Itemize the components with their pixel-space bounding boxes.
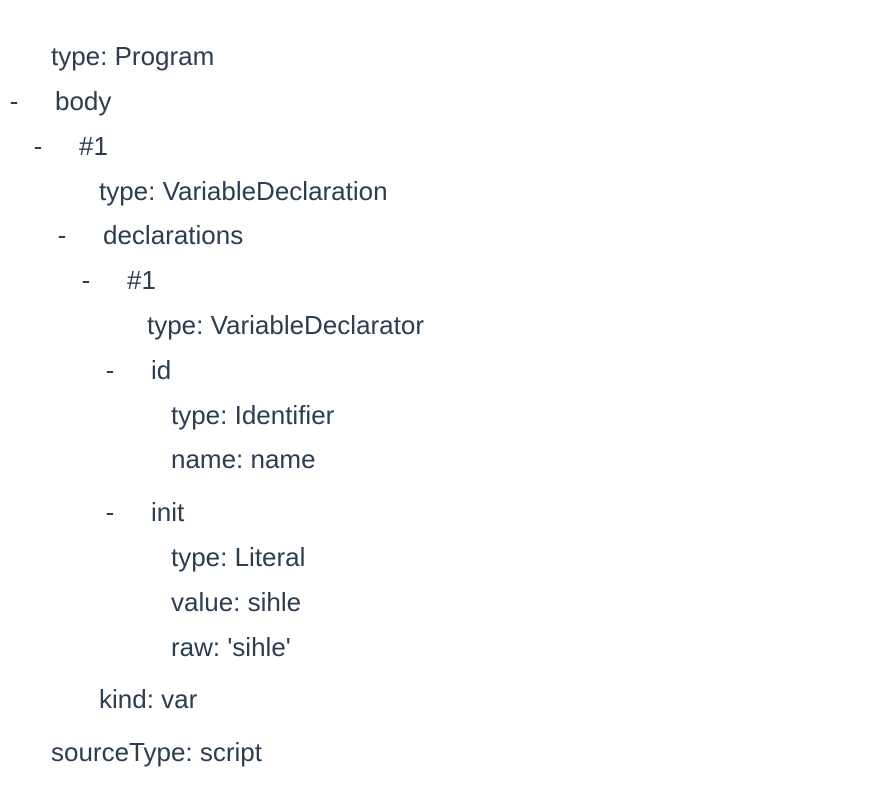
collapse-toggle-id[interactable]: - [105,355,115,385]
property-init-type: type: Literal [171,542,306,572]
property-source-type: sourceType: script [51,737,262,767]
collapse-toggle-declarations[interactable]: - [57,220,67,250]
node-id[interactable]: id [151,355,172,385]
property-root-type: type: Program [51,41,215,71]
property-id-type: type: Identifier [171,400,335,430]
property-declarator-type: type: VariableDeclarator [147,310,424,340]
node-declarations-item-1[interactable]: #1 [127,265,156,295]
property-id-name: name: name [171,444,316,474]
property-init-raw: raw: 'sihle' [171,632,291,662]
collapse-toggle-init[interactable]: - [105,497,115,527]
node-body-item-1[interactable]: #1 [79,131,108,161]
node-init[interactable]: init [151,497,185,527]
collapse-toggle-body-item-1[interactable]: - [33,131,43,161]
collapse-toggle-declarations-item-1[interactable]: - [81,265,91,295]
collapse-toggle-body[interactable]: - [9,86,19,116]
node-body[interactable]: body [55,86,112,116]
property-declaration-type: type: VariableDeclaration [99,176,388,206]
node-declarations[interactable]: declarations [103,220,244,250]
property-kind: kind: var [99,684,198,714]
property-init-value: value: sihle [171,587,302,617]
